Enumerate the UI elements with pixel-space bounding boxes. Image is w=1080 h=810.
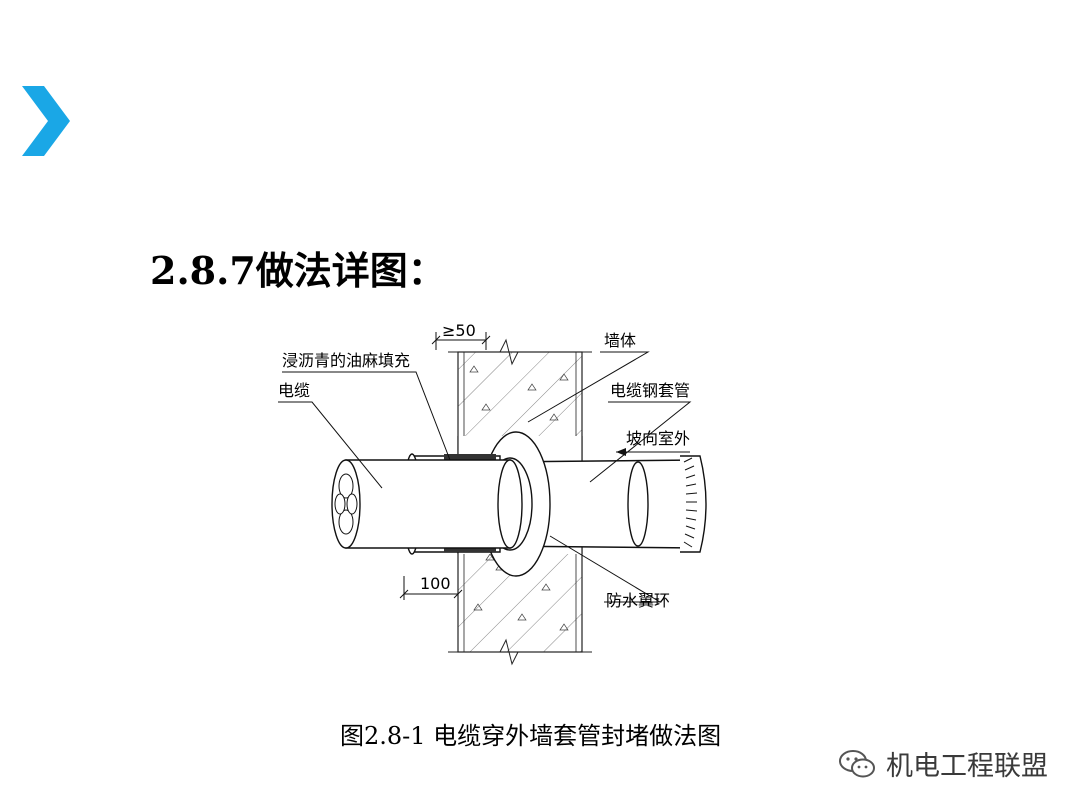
dimension-bottom: [399, 576, 463, 600]
label-wall: 墙体: [604, 331, 636, 350]
label-steel-sleeve: 电缆钢套管: [610, 381, 690, 400]
dimension-top: [431, 332, 491, 350]
label-waterproof-ring: 防水翼环: [606, 591, 670, 610]
cable: [331, 459, 523, 549]
page-title: 2.8.7做法详图：: [150, 248, 446, 293]
label-slope-outdoor: 坡向室外: [626, 429, 690, 448]
figure-caption: 图2.8-1 电缆穿外墙套管封堵做法图: [340, 722, 722, 750]
label-asphalt-fill: 浸沥青的油麻填充: [282, 351, 410, 370]
dim-bottom-label: 100: [420, 574, 451, 593]
label-cable: 电缆: [278, 381, 310, 400]
cable-sleeve-diagram: ≥50 100 浸沥青的油麻填充 电缆 墙体 电缆钢套管 坡向室外 防水翼环: [278, 321, 707, 666]
watermark-text: 机电工程联盟: [886, 751, 1048, 782]
watermark: 机电工程联盟: [838, 744, 1048, 783]
dim-top-label: ≥50: [442, 321, 476, 340]
wechat-icon: [839, 749, 875, 777]
chevron-right-icon: [22, 86, 70, 156]
